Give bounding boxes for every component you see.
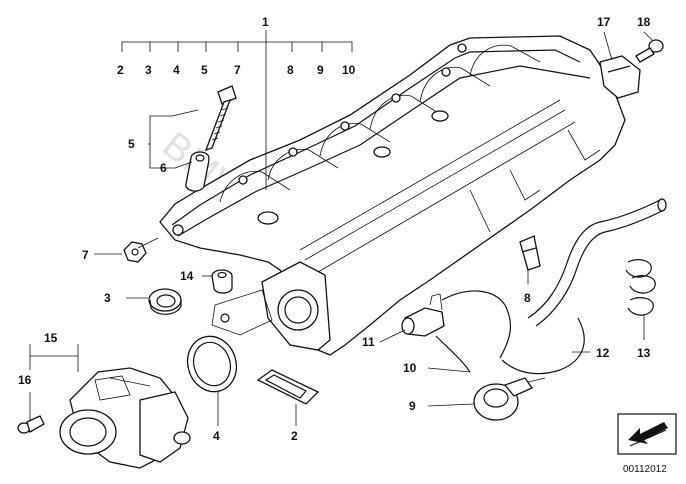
screw-18 [635, 39, 664, 63]
callout-3-side: 3 [104, 291, 111, 305]
grommet-14 [211, 269, 233, 294]
callout-10-top: 10 [342, 63, 356, 77]
callout-9-top: 9 [317, 63, 324, 77]
leader-lines [29, 30, 653, 426]
reference-code: 00112012 [623, 464, 667, 475]
callout-9-bottom: 9 [409, 399, 416, 413]
seal-frame-2 [256, 369, 320, 405]
sleeve-6 [185, 151, 210, 192]
throttle-body-15 [59, 367, 191, 469]
callout-13: 13 [637, 346, 651, 360]
gasket-4 [186, 335, 238, 393]
callout-8-side: 8 [524, 291, 531, 305]
ring-3 [148, 288, 182, 315]
callout-16: 16 [18, 373, 32, 387]
callout-1: 1 [262, 15, 269, 29]
callout-5-side: 5 [128, 137, 135, 151]
callout-15: 15 [44, 331, 58, 345]
callout-12: 12 [596, 346, 610, 360]
nut-7 [123, 241, 147, 263]
intake-manifold [159, 35, 626, 356]
callout-6: 6 [160, 161, 167, 175]
pipe-12 [527, 198, 667, 327]
callout-2-top: 2 [117, 63, 124, 77]
callout-5-top: 5 [201, 63, 208, 77]
clamps-13 [625, 259, 656, 316]
solenoid-valve-11 [401, 293, 445, 337]
direction-arrow-icon [617, 413, 677, 455]
callout-4-top: 4 [173, 63, 180, 77]
callout-2-bottom: 2 [291, 429, 298, 443]
vacuum-hoses [435, 290, 585, 375]
callout-17: 17 [597, 15, 611, 29]
callout-4-bottom: 4 [213, 429, 220, 443]
bolt-16 [17, 415, 45, 434]
callout-10-bottom: 10 [403, 361, 417, 375]
bracket-17 [599, 55, 641, 99]
clip-8 [519, 235, 541, 271]
bolt-5 [204, 85, 237, 152]
callout-11: 11 [362, 335, 375, 349]
callout-labels: 1 2 3 4 5 7 8 9 10 5 6 7 14 3 15 16 4 2 … [18, 15, 651, 443]
callout-7-top: 7 [234, 63, 241, 77]
callout-18: 18 [637, 15, 651, 29]
callout-7-side: 7 [82, 248, 89, 262]
callout-8-top: 8 [287, 63, 294, 77]
pressure-regulator-9 [473, 377, 546, 421]
callout-3-top: 3 [145, 63, 152, 77]
callout-14: 14 [180, 269, 194, 283]
